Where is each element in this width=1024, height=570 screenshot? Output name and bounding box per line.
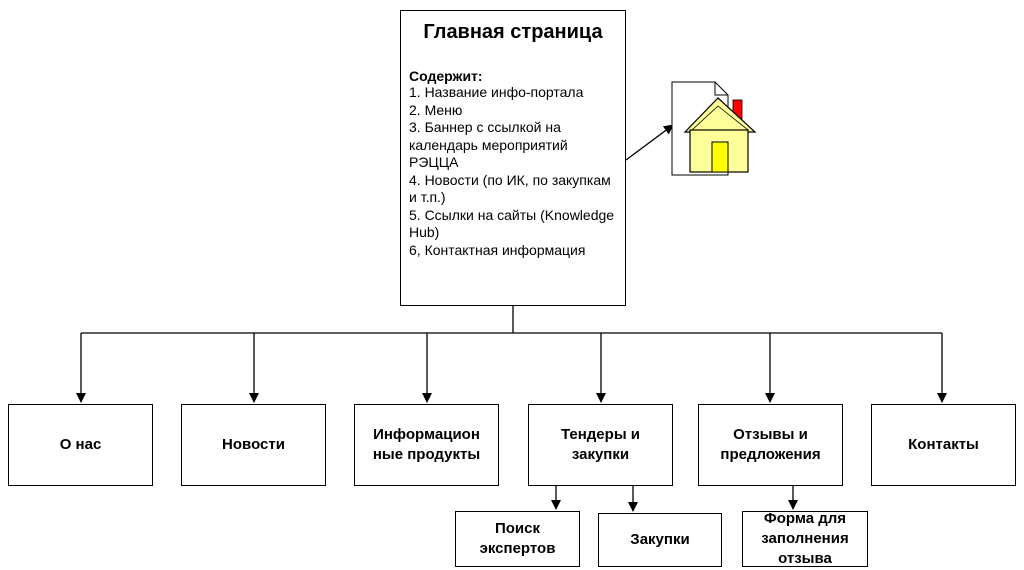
section-tenders-label: Тендеры и bbox=[560, 426, 641, 443]
home-page-item: 3. Баннер с ссылкой на календарь меропри… bbox=[409, 119, 568, 170]
subsection-procurement-label: Закупки bbox=[630, 531, 690, 548]
home-page-node: Главная страница Содержит: 1. Название и… bbox=[400, 10, 626, 306]
home-page-icon bbox=[671, 81, 757, 176]
subsection-feedback-form-label: Форма для bbox=[763, 510, 847, 527]
subsection-expert-search[interactable]: Поиск экспертов bbox=[455, 511, 580, 567]
section-news-label: Новости bbox=[222, 436, 285, 453]
section-feedback[interactable]: Отзывы и предложения bbox=[698, 404, 843, 486]
home-page-item: 5. Ссылки на сайты (Knowledge Hub) bbox=[409, 206, 615, 241]
subsection-feedback-form-label: заполнения bbox=[761, 530, 849, 547]
subsection-procurement[interactable]: Закупки bbox=[598, 513, 722, 567]
home-page-title: Главная страница bbox=[423, 21, 603, 43]
section-info-products-label: ные продукты bbox=[372, 446, 481, 463]
section-feedback-label: Отзывы и bbox=[733, 426, 808, 443]
section-feedback-label: предложения bbox=[720, 446, 821, 463]
subsection-expert-search-label: Поиск bbox=[494, 520, 540, 537]
home-page-item: 4. Новости (по ИК, по закупкам и т.п.) bbox=[409, 171, 611, 206]
section-about-label: О нас bbox=[59, 436, 102, 453]
section-about[interactable]: О нас bbox=[8, 404, 153, 486]
section-info-products[interactable]: Информацион ные продукты bbox=[354, 404, 499, 486]
home-page-item: 1. Название инфо-портала bbox=[409, 84, 584, 100]
section-contacts[interactable]: Контакты bbox=[871, 404, 1016, 486]
home-page-item: 2. Меню bbox=[409, 101, 463, 118]
section-news[interactable]: Новости bbox=[181, 404, 326, 486]
subsection-feedback-form-label: отзыва bbox=[778, 550, 832, 567]
home-page-contents-label: Содержит: bbox=[409, 68, 483, 84]
subsection-expert-search-label: экспертов bbox=[479, 540, 556, 557]
home-page-item: 6, Контактная информация bbox=[409, 241, 586, 258]
section-contacts-label: Контакты bbox=[908, 436, 979, 453]
section-tenders[interactable]: Тендеры и закупки bbox=[528, 404, 673, 486]
arrow-to-home-icon bbox=[625, 124, 674, 161]
subsection-feedback-form[interactable]: Форма для заполнения отзыва bbox=[742, 510, 868, 567]
section-info-products-label: Информацион bbox=[373, 426, 480, 443]
section-tenders-label: закупки bbox=[571, 446, 630, 463]
